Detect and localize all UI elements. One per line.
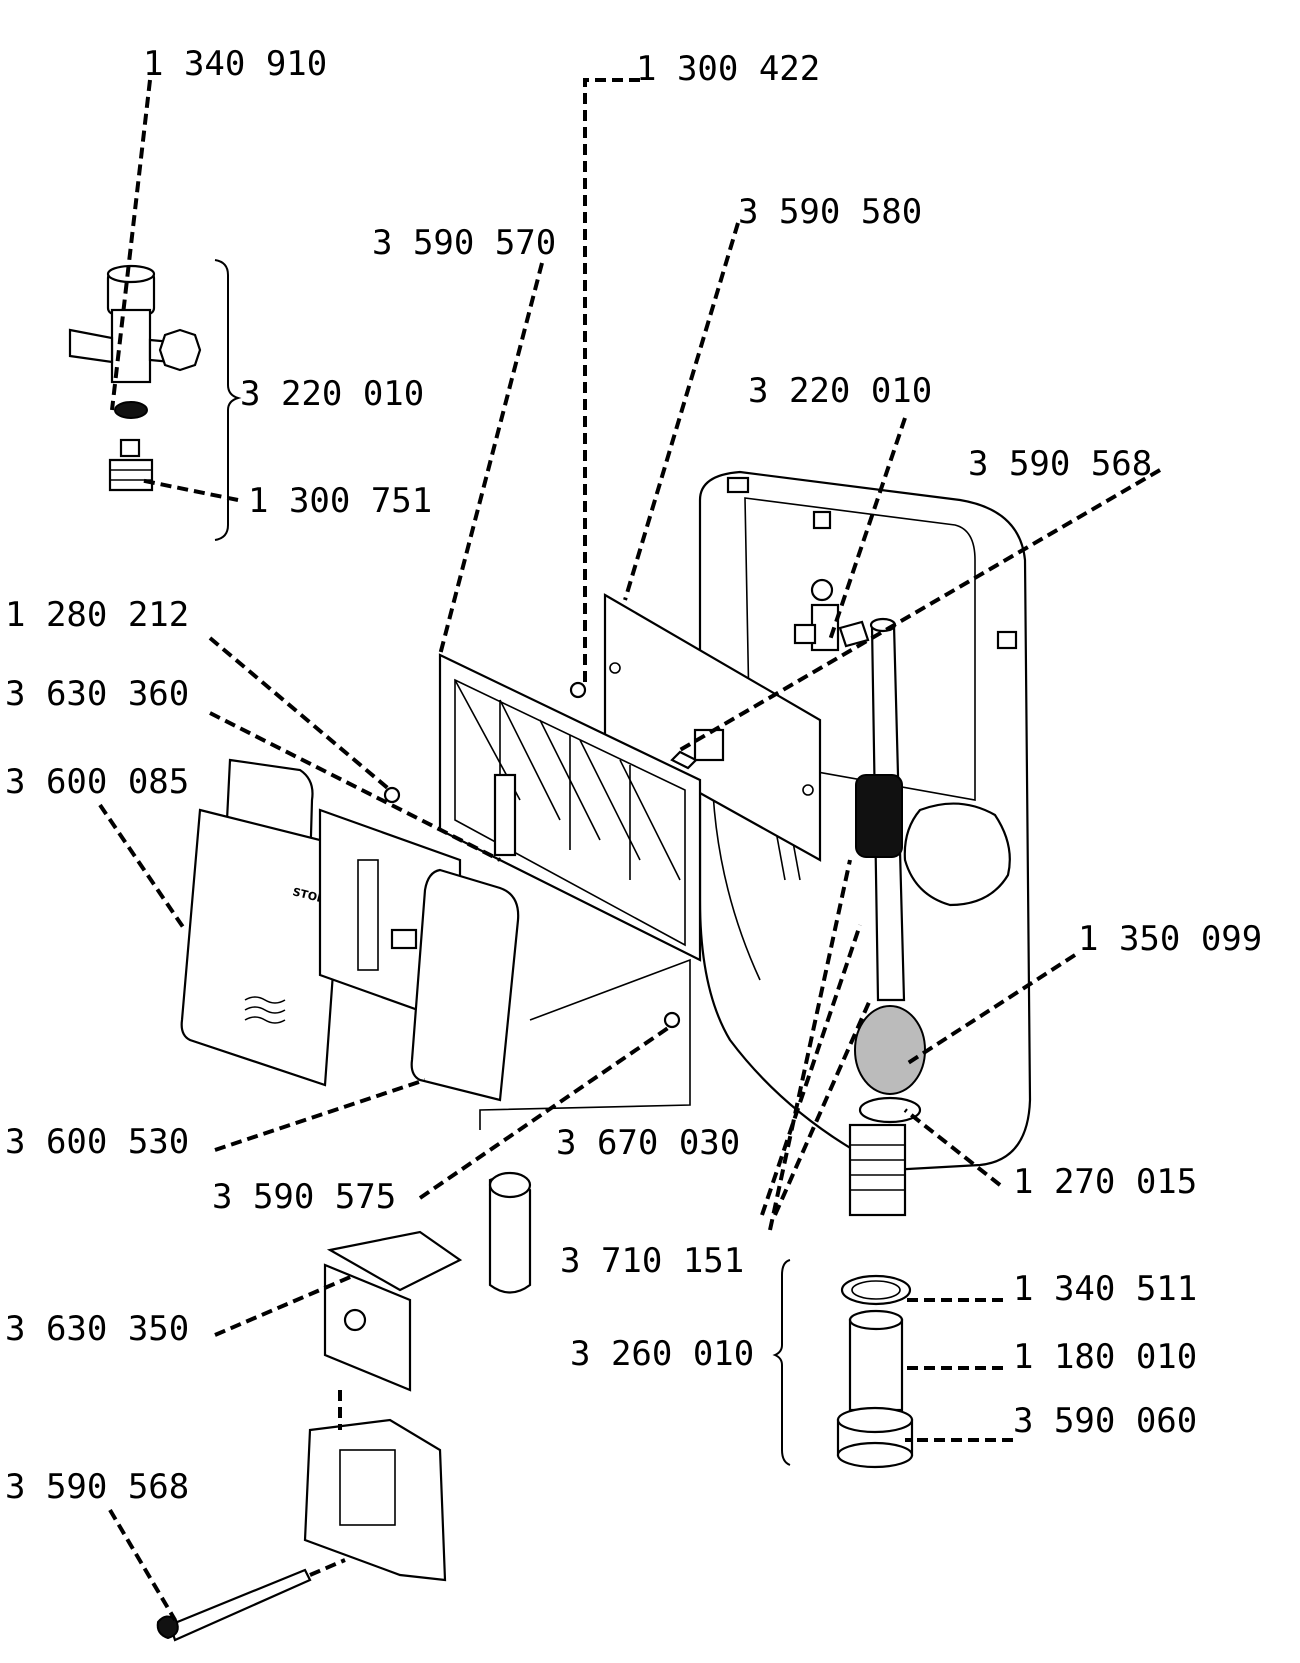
mounting-frame xyxy=(438,653,702,962)
label-1300751: 1 300 751 xyxy=(248,481,432,521)
long-screw xyxy=(156,1558,346,1642)
label-3220010-left: 3 220 010 xyxy=(240,374,424,414)
push-button-left: STOP xyxy=(180,758,342,1087)
label-3220010-right: 3 220 010 xyxy=(748,371,932,411)
label-3590568-bottom: 3 590 568 xyxy=(5,1467,189,1507)
label-3590575: 3 590 575 xyxy=(212,1177,396,1217)
label-1340511: 1 340 511 xyxy=(1013,1269,1197,1309)
label-1300422: 1 300 422 xyxy=(636,49,820,89)
screws xyxy=(383,681,725,1029)
flush-pipe xyxy=(848,617,926,1217)
push-button-right xyxy=(410,868,520,1102)
label-3670030: 3 670 030 xyxy=(556,1123,740,1163)
label-3260010: 3 260 010 xyxy=(570,1334,754,1374)
back-plate xyxy=(603,593,822,862)
label-1180010: 1 180 010 xyxy=(1013,1337,1197,1377)
label-3630360: 3 630 360 xyxy=(5,674,189,714)
wall-cutout xyxy=(303,1418,447,1582)
label-3710151: 3 710 151 xyxy=(560,1241,744,1281)
label-3590570: 3 590 570 xyxy=(372,223,556,263)
brace-3260010 xyxy=(772,1259,791,1466)
label-3590568-top: 3 590 568 xyxy=(968,444,1152,484)
label-3600530: 3 600 530 xyxy=(5,1122,189,1162)
label-1340910: 1 340 910 xyxy=(143,44,327,84)
label-3590060: 3 590 060 xyxy=(1013,1401,1197,1441)
leader-lines xyxy=(98,78,1162,1622)
label-3630350: 3 630 350 xyxy=(5,1309,189,1349)
label-3590580: 3 590 580 xyxy=(738,192,922,232)
label-3600085: 3 600 085 xyxy=(5,762,189,802)
connector-assembly xyxy=(836,1274,914,1469)
angle-valve-assembly xyxy=(68,264,202,492)
brace-3220010-left xyxy=(214,259,242,541)
cable-outline xyxy=(479,958,691,1130)
label-1280212: 1 280 212 xyxy=(5,595,189,635)
label-1270015: 1 270 015 xyxy=(1013,1162,1197,1202)
lever-bracket xyxy=(323,1171,532,1392)
label-1350099: 1 350 099 xyxy=(1078,919,1262,959)
tank-inlet-valve xyxy=(793,578,870,652)
